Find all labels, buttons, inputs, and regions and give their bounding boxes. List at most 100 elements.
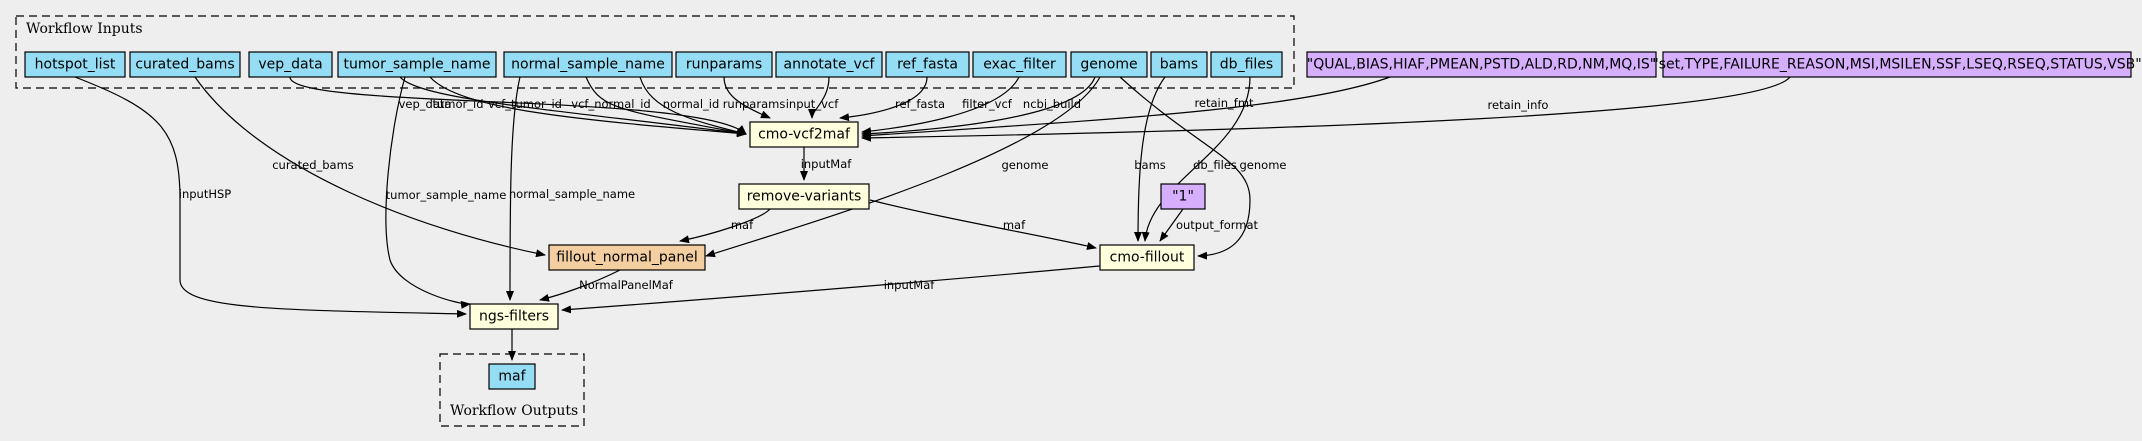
node-hotspot-list[interactable]: hotspot_list xyxy=(24,51,126,78)
edge-label: retain_fmt xyxy=(1194,96,1254,110)
edge-label: normal_sample_name xyxy=(509,187,635,201)
node-box[interactable] xyxy=(775,51,883,78)
node-annotate-vcf[interactable]: annotate_vcf xyxy=(775,51,883,78)
node-label: cmo-vcf2maf xyxy=(758,127,851,143)
node-box[interactable] xyxy=(548,244,706,271)
node-runparams[interactable]: runparams xyxy=(675,51,773,78)
node-bams[interactable]: bams xyxy=(1150,51,1208,78)
node-box[interactable] xyxy=(24,51,126,78)
edge-label: vep_data xyxy=(399,97,452,111)
node-label: maf xyxy=(498,369,526,385)
node-exac-filter[interactable]: exac_filter xyxy=(972,51,1067,78)
edge-tumor_sample_name-to-cmo_vcf2maf xyxy=(429,76,747,138)
edge-normal_sample_name-to-ngs_filters xyxy=(506,76,521,301)
node-db-files[interactable]: db_files xyxy=(1210,51,1283,78)
node-box[interactable] xyxy=(1210,51,1283,78)
edge-label: vcf_tumor_id xyxy=(488,97,562,111)
node-maf-out[interactable]: maf xyxy=(488,363,536,390)
node-fillout-normal-panel[interactable]: fillout_normal_panel xyxy=(548,244,706,271)
node-label: exac_filter xyxy=(983,57,1056,73)
node-label: annotate_vcf xyxy=(784,57,876,73)
node-label: tumor_sample_name xyxy=(344,57,491,73)
node-box[interactable] xyxy=(1150,51,1208,78)
node-label: "set,TYPE,FAILURE_REASON,MSI,MSILEN,SSF,… xyxy=(1652,57,2141,73)
edge-label: tumor_id xyxy=(432,97,483,111)
node-box[interactable] xyxy=(469,303,559,330)
node-box[interactable] xyxy=(885,51,970,78)
edge-runparams-to-cmo_vcf2maf xyxy=(723,76,771,119)
node-label: "1" xyxy=(1172,189,1194,205)
node-one-val[interactable]: "1" xyxy=(1160,183,1206,210)
edge-label: ref_fasta xyxy=(895,97,945,111)
edge-tumor_sample_name-to-ngs_filters xyxy=(385,76,471,309)
node-cmo-fillout[interactable]: cmo-fillout xyxy=(1099,244,1195,271)
node-label: normal_sample_name xyxy=(511,57,665,73)
edge-label: output_format xyxy=(1176,218,1259,232)
workflow-inputs-cluster xyxy=(15,15,1295,89)
edge-fillout_normal_panel-to-ngs_filters xyxy=(539,269,621,302)
node-label: hotspot_list xyxy=(35,57,116,73)
edge-label: NormalPanelMaf xyxy=(579,278,674,292)
node-box[interactable] xyxy=(1306,51,1657,78)
edge-label: filter_vcf xyxy=(962,97,1013,111)
node-box[interactable] xyxy=(488,363,536,390)
node-label: "QUAL,BIAS,HIAF,PMEAN,PSTD,ALD,RD,NM,MQ,… xyxy=(1307,57,1656,73)
node-label: ngs-filters xyxy=(479,309,549,325)
edge-vep_data-to-cmo_vcf2maf xyxy=(289,76,747,135)
node-genome[interactable]: genome xyxy=(1070,51,1148,78)
edge-label: inputMaf xyxy=(801,157,853,171)
node-box[interactable] xyxy=(675,51,773,78)
edge-label: maf xyxy=(1003,218,1026,232)
node-box[interactable] xyxy=(129,51,241,78)
node-ref-fasta[interactable]: ref_fasta xyxy=(885,51,970,78)
node-ngs-filters[interactable]: ngs-filters xyxy=(469,303,559,330)
node-box[interactable] xyxy=(1070,51,1148,78)
edge-label: genome xyxy=(1002,158,1049,172)
node-retain-info-val[interactable]: "set,TYPE,FAILURE_REASON,MSI,MSILEN,SSF,… xyxy=(1652,51,2142,78)
node-label: bams xyxy=(1160,57,1198,73)
edge-label: db_files xyxy=(1193,158,1237,172)
node-box[interactable] xyxy=(503,51,673,78)
node-cmo-vcf2maf[interactable]: cmo-vcf2maf xyxy=(749,121,859,148)
node-box[interactable] xyxy=(1099,244,1195,271)
node-box[interactable] xyxy=(248,51,333,78)
edge-retain_info_val-to-cmo_vcf2maf xyxy=(861,76,1791,142)
edge-genome-to-cmo_fillout xyxy=(1119,76,1251,260)
edge-genome-to-fillout_normal_panel xyxy=(705,76,1101,258)
edge-label: curated_bams xyxy=(272,158,354,172)
node-box[interactable] xyxy=(1160,183,1206,210)
node-label: curated_bams xyxy=(135,57,234,73)
node-box[interactable] xyxy=(972,51,1067,78)
node-tumor-sample-name[interactable]: tumor_sample_name xyxy=(337,51,497,78)
node-vep-data[interactable]: vep_data xyxy=(248,51,333,78)
edge-normal_sample_name-to-cmo_vcf2maf xyxy=(639,76,747,136)
edge-label: bams xyxy=(1134,158,1166,172)
edge-tumor_sample_name-to-cmo_vcf2maf xyxy=(399,76,747,137)
edge-cmo_fillout-to-ngs_filters xyxy=(561,264,1111,314)
edge-remove_variants-to-fillout_normal_panel xyxy=(679,208,771,244)
node-retain-fmt-val[interactable]: "QUAL,BIAS,HIAF,PMEAN,PSTD,ALD,RD,NM,MQ,… xyxy=(1306,51,1657,78)
edge-label: input_vcf xyxy=(786,97,839,111)
edge-ref_fasta-to-cmo_vcf2maf xyxy=(839,76,928,122)
edge-label: normal_id xyxy=(663,97,720,111)
edge-remove_variants-to-cmo_fillout xyxy=(869,199,1097,250)
edge-label: retain_info xyxy=(1488,98,1549,112)
edge-retain_fmt_val-to-cmo_vcf2maf xyxy=(861,76,1391,140)
edge-label: inputMaf xyxy=(884,278,936,292)
node-box[interactable] xyxy=(738,183,870,210)
node-normal-sample-name[interactable]: normal_sample_name xyxy=(503,51,673,78)
node-box[interactable] xyxy=(749,121,859,148)
node-label: runparams xyxy=(686,57,762,73)
node-label: cmo-fillout xyxy=(1110,250,1185,266)
node-remove-variants[interactable]: remove-variants xyxy=(738,183,870,210)
workflow-inputs-label: Workflow Inputs xyxy=(26,21,143,37)
edge-label: vcf_normal_id xyxy=(571,97,650,111)
node-curated-bams[interactable]: curated_bams xyxy=(129,51,241,78)
workflow-outputs-label: Workflow Outputs xyxy=(450,403,578,419)
node-box[interactable] xyxy=(337,51,497,78)
node-box[interactable] xyxy=(1662,51,2132,78)
edge-hotspot_list-to-ngs_filters xyxy=(74,76,467,318)
edge-label: tumor_sample_name xyxy=(386,188,507,202)
